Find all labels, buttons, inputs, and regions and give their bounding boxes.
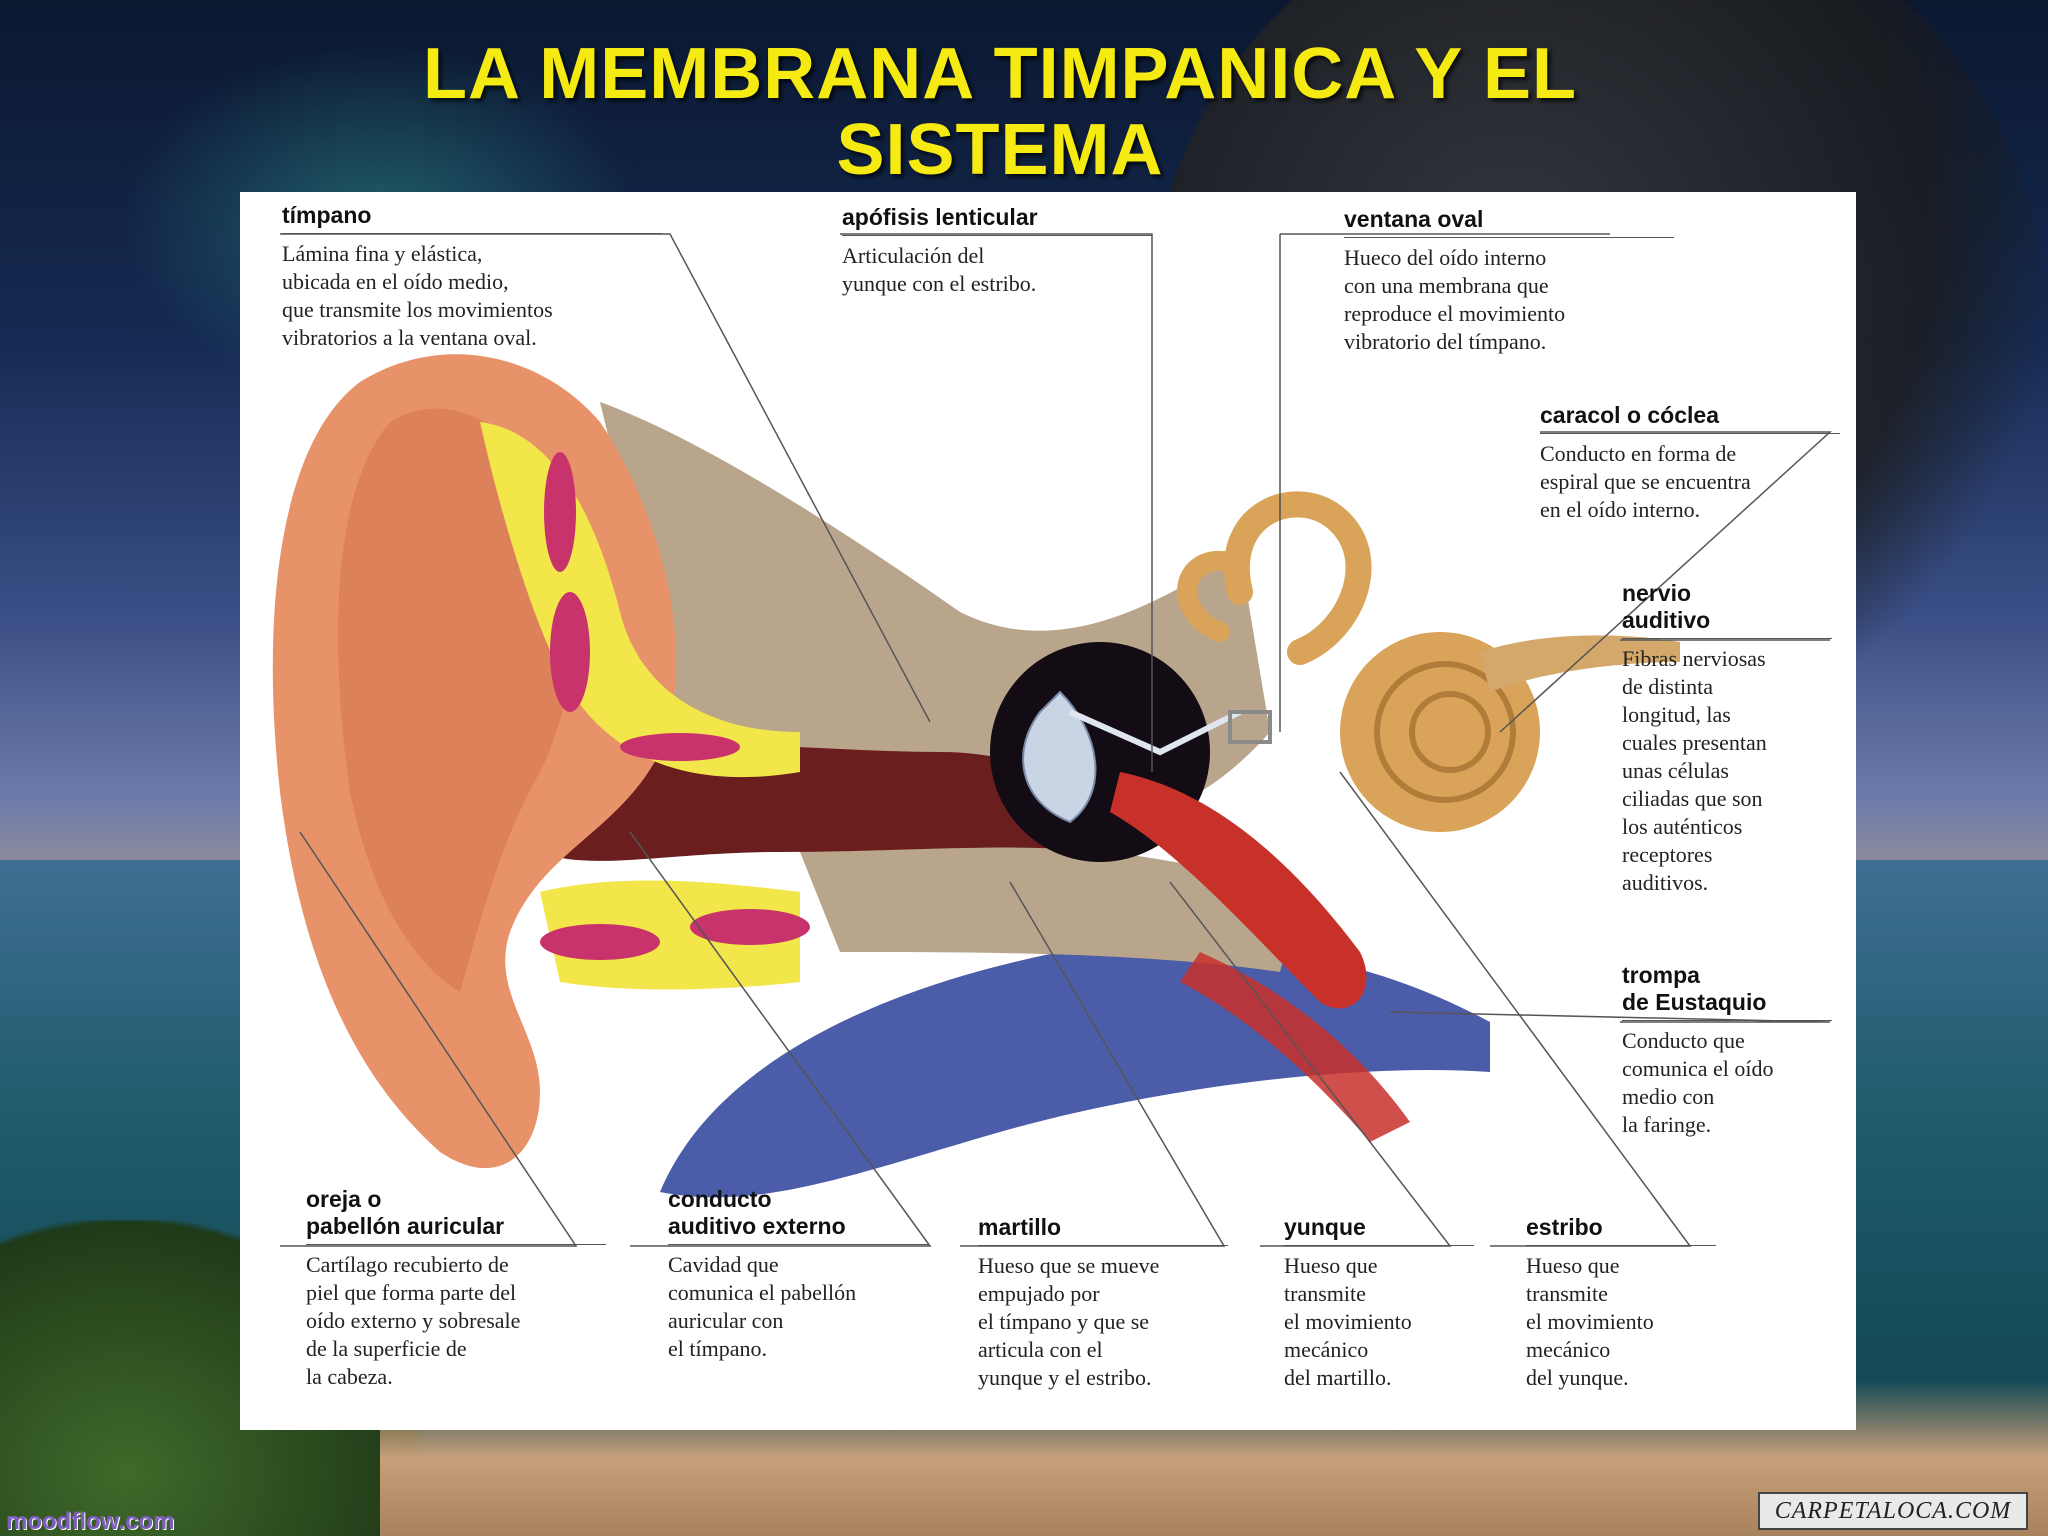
label-ventana-rule bbox=[1344, 237, 1674, 238]
ear-anatomy-illustration bbox=[272, 233, 1832, 1247]
label-estribo-rule bbox=[1526, 1245, 1716, 1246]
label-conducto-text: Cavidad que comunica el pabellón auricul… bbox=[668, 1252, 857, 1361]
label-estribo-title: estribo bbox=[1526, 1214, 1603, 1240]
leader-conducto bbox=[629, 831, 932, 1247]
label-conducto-auditivo: conducto auditivo externo Cavidad que co… bbox=[668, 1186, 928, 1363]
label-nervio-rule bbox=[1622, 638, 1832, 639]
label-timpano-rule bbox=[282, 233, 662, 234]
label-apofisis-text: Articulación del yunque con el estribo. bbox=[842, 243, 1037, 296]
ossicle-chain bbox=[1068, 709, 1242, 756]
label-martillo-title: martillo bbox=[978, 1214, 1062, 1240]
label-apofisis-rule bbox=[842, 235, 1152, 236]
watermark-moodflow: moodflow.com bbox=[6, 1508, 175, 1535]
label-timpano-text: Lámina fina y elástica, ubicada en el oí… bbox=[282, 241, 553, 350]
label-martillo: martillo Hueso que se mueve empujado por… bbox=[978, 1214, 1228, 1392]
label-apofisis-title: apófisis lenticular bbox=[842, 204, 1038, 230]
cochlea-spiral-ring-2 bbox=[1409, 691, 1491, 773]
label-caracol-text: Conducto en forma de espiral que se encu… bbox=[1540, 441, 1751, 522]
label-estribo-text: Hueso que transmite el movimiento mecáni… bbox=[1526, 1253, 1654, 1390]
semicircular-canal-2 bbox=[1177, 550, 1240, 642]
label-oreja-rule bbox=[306, 1244, 606, 1245]
label-martillo-rule bbox=[978, 1245, 1228, 1246]
muscle-lower bbox=[1180, 952, 1410, 1142]
label-caracol: caracol o cóclea Conducto en forma de es… bbox=[1540, 402, 1840, 524]
label-ventana-text: Hueco del oído interno con una membrana … bbox=[1344, 245, 1566, 354]
label-nervio-text: Fibras nerviosas de distinta longitud, l… bbox=[1622, 646, 1767, 895]
cochlea-spiral-ring-1 bbox=[1374, 661, 1516, 803]
leader-yunque bbox=[1169, 881, 1452, 1247]
cartilage-insert-3 bbox=[620, 733, 740, 761]
label-nervio-auditivo: nervio auditivo Fibras nerviosas de dist… bbox=[1622, 580, 1832, 897]
temporal-bone-lower bbox=[800, 842, 1300, 972]
eustachian-tube bbox=[1110, 772, 1367, 1009]
cartilage-insert-1 bbox=[544, 452, 576, 572]
label-oreja: oreja o pabellón auricular Cartílago rec… bbox=[306, 1186, 606, 1391]
label-conducto-rule bbox=[668, 1244, 928, 1245]
label-estribo: estribo Hueso que transmite el movimient… bbox=[1526, 1214, 1716, 1392]
label-martillo-text: Hueso que se mueve empujado por el tímpa… bbox=[978, 1253, 1160, 1390]
label-caracol-rule bbox=[1540, 433, 1840, 434]
label-nervio-title: nervio auditivo bbox=[1622, 580, 1711, 633]
label-yunque: yunque Hueso que transmite el movimiento… bbox=[1284, 1214, 1474, 1392]
label-yunque-title: yunque bbox=[1284, 1214, 1366, 1240]
label-trompa-title: trompa de Eustaquio bbox=[1622, 962, 1767, 1015]
label-trompa-text: Conducto que comunica el oído medio con … bbox=[1622, 1028, 1774, 1137]
watermark-carpetaloca: CARPETALOCA.COM bbox=[1758, 1492, 2028, 1530]
label-conducto-title: conducto auditivo externo bbox=[668, 1186, 846, 1239]
cartilage-lower bbox=[540, 880, 800, 990]
label-trompa-eustaquio: trompa de Eustaquio Conducto que comunic… bbox=[1622, 962, 1832, 1139]
label-apofisis: apófisis lenticular Articulación del yun… bbox=[842, 204, 1152, 298]
ear-canal bbox=[540, 743, 1120, 861]
leader-caracol bbox=[1499, 431, 1832, 733]
label-ventana-oval: ventana oval Hueco del oído interno con … bbox=[1344, 206, 1674, 356]
cartilage-insert-5 bbox=[690, 909, 810, 945]
label-yunque-text: Hueso que transmite el movimiento mecáni… bbox=[1284, 1253, 1412, 1390]
leader-estribo bbox=[1339, 771, 1692, 1247]
leader-martillo bbox=[960, 881, 1226, 1247]
ear-diagram-panel: tímpano Lámina fina y elástica, ubicada … bbox=[240, 192, 1856, 1430]
label-timpano-title: tímpano bbox=[282, 202, 372, 228]
stapes-footplate bbox=[1228, 710, 1272, 744]
eardrum-ossicle bbox=[1022, 690, 1097, 824]
leader-timpano bbox=[280, 233, 931, 723]
auditory-nerve bbox=[1480, 635, 1680, 692]
label-timpano: tímpano Lámina fina y elástica, ubicada … bbox=[282, 202, 662, 352]
label-oreja-title: oreja o pabellón auricular bbox=[306, 1186, 505, 1239]
pinna-inner bbox=[338, 408, 574, 992]
leader-lines bbox=[280, 233, 1832, 1247]
leader-apofisis bbox=[840, 233, 1153, 772]
label-oreja-text: Cartílago recubierto de piel que forma p… bbox=[306, 1252, 521, 1389]
label-trompa-rule bbox=[1622, 1020, 1832, 1021]
leader-trompa bbox=[1389, 1011, 1831, 1023]
semicircular-canals bbox=[1224, 491, 1372, 665]
leader-oreja bbox=[280, 831, 578, 1247]
label-caracol-title: caracol o cóclea bbox=[1540, 402, 1719, 428]
cartilage-insert-2 bbox=[550, 592, 590, 712]
label-yunque-rule bbox=[1284, 1245, 1474, 1246]
cartilage-insert-4 bbox=[540, 924, 660, 960]
label-ventana-title: ventana oval bbox=[1344, 206, 1484, 232]
